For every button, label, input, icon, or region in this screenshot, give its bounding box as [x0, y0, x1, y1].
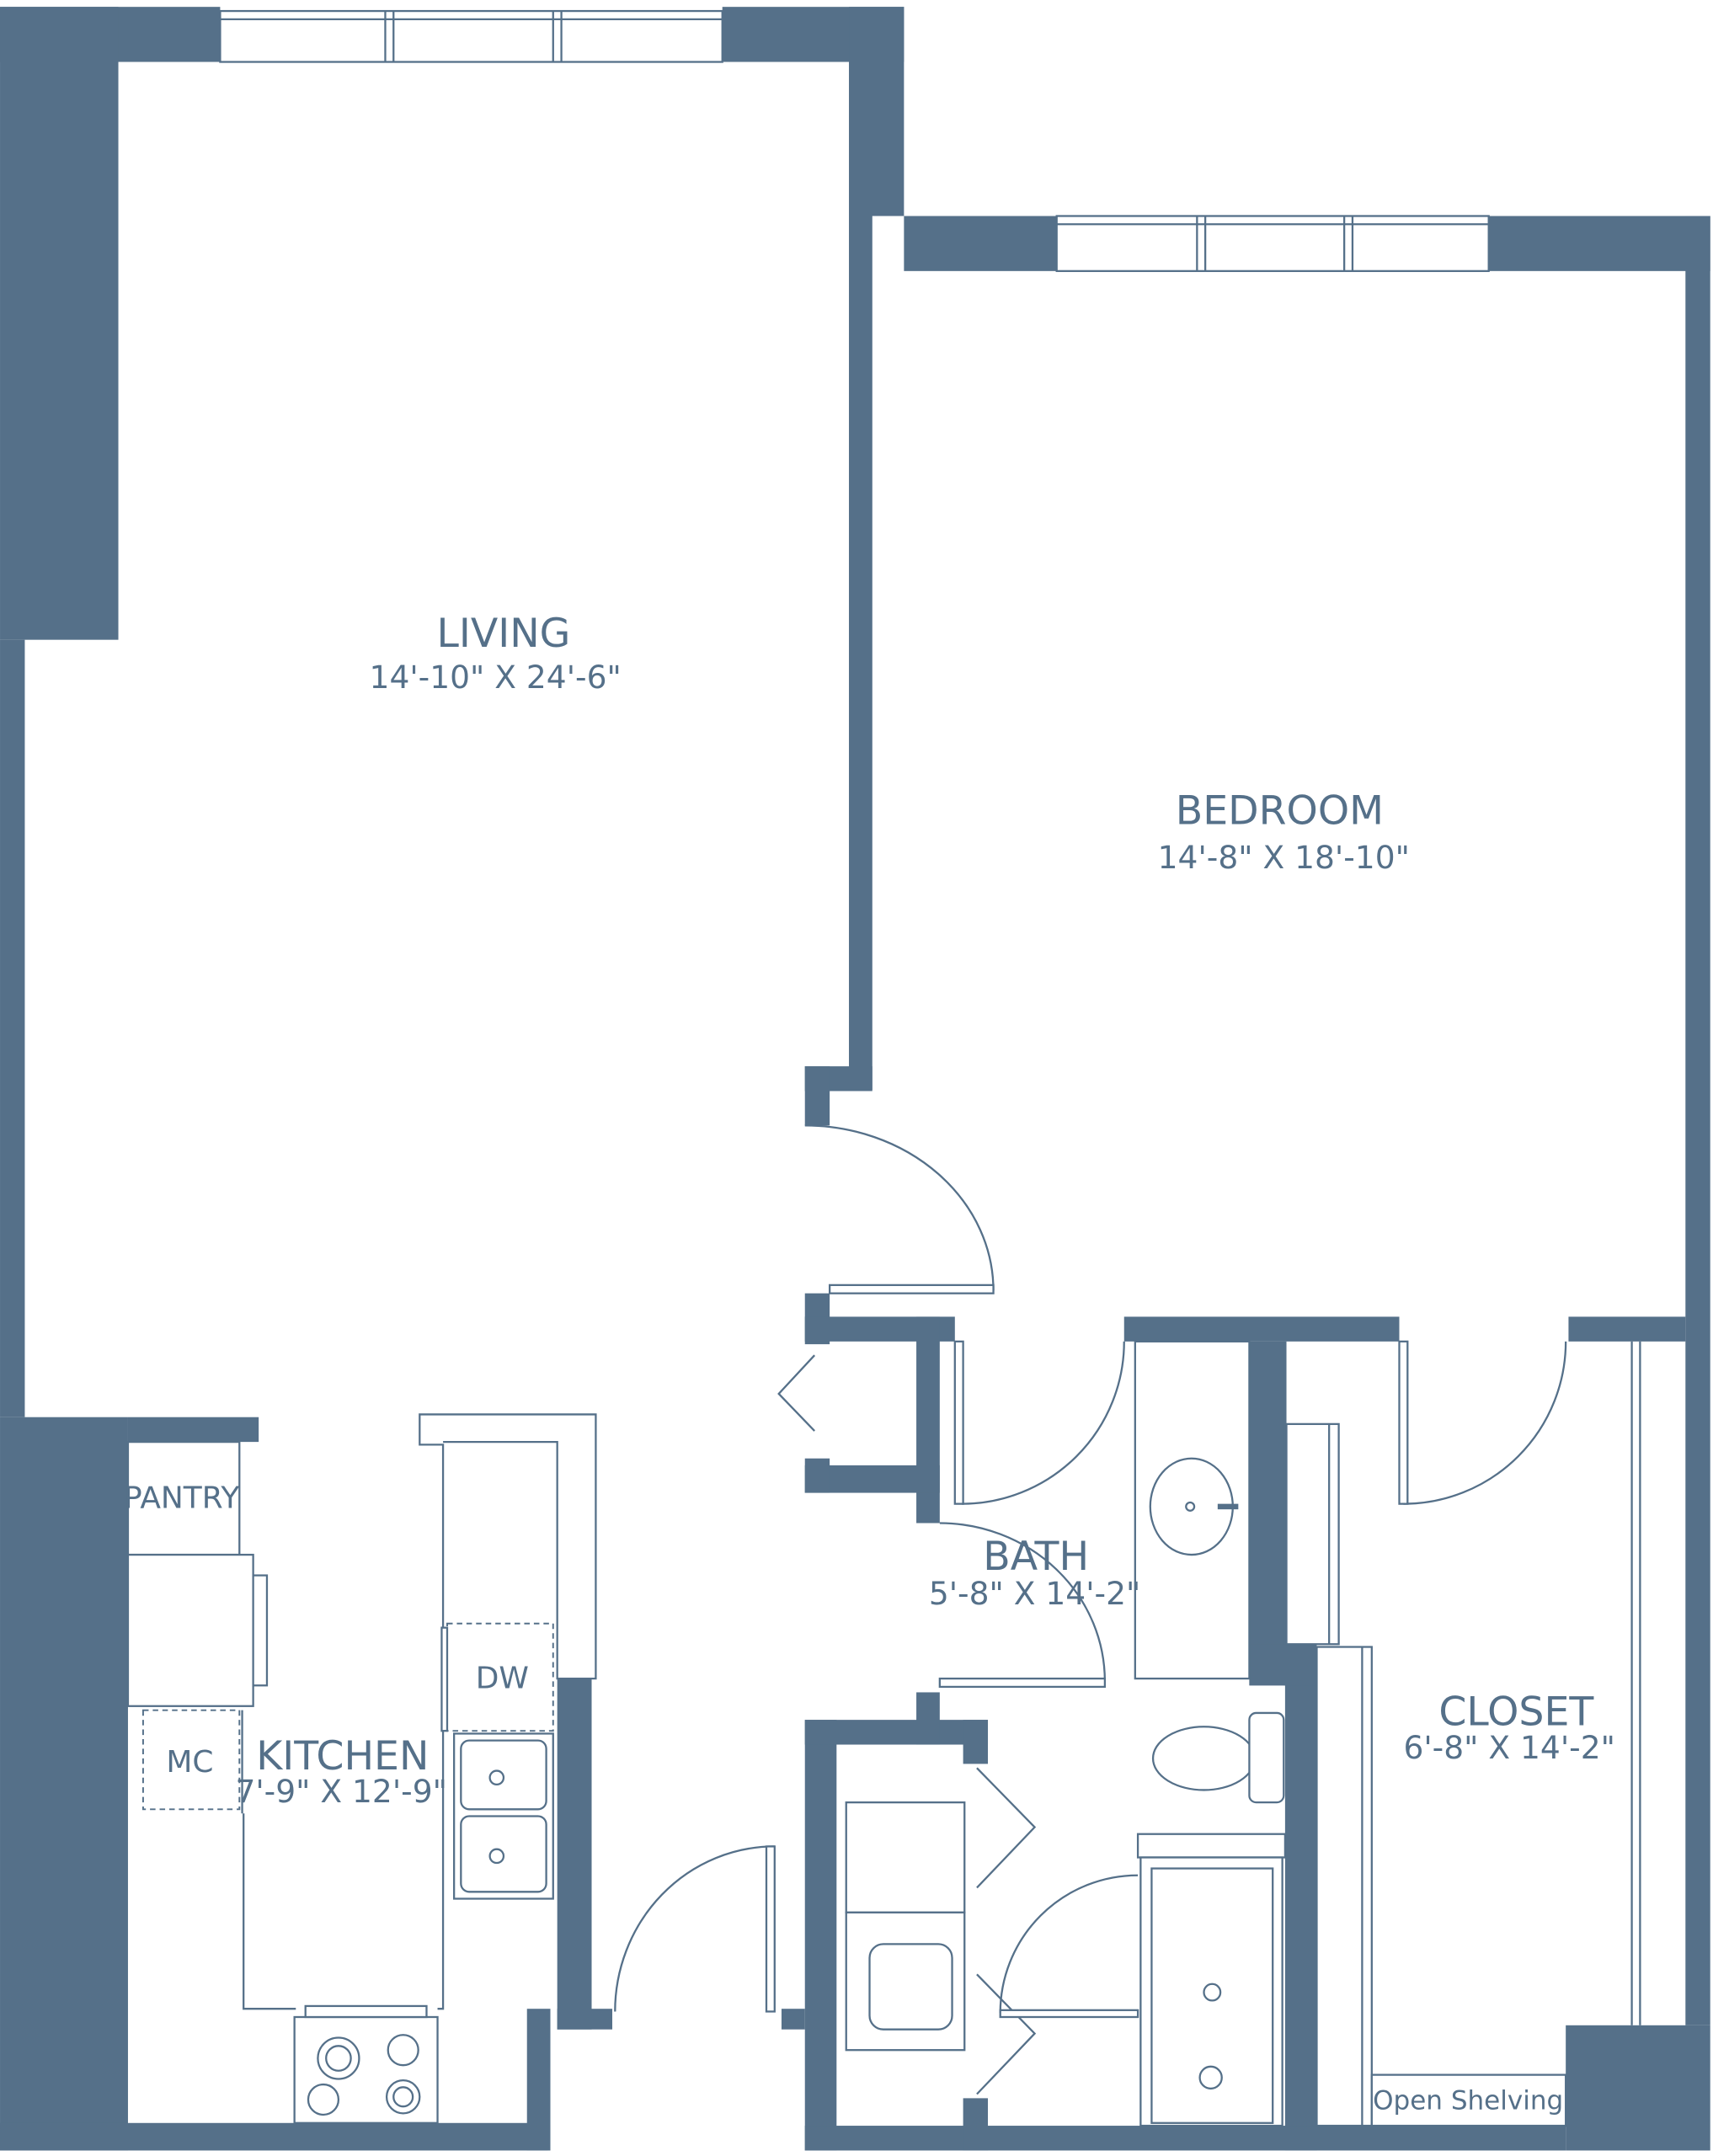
bedroom-dimensions: 14'-8" X 18'-10": [1158, 839, 1410, 876]
windows: [219, 9, 1490, 272]
fixtures: [126, 1340, 1641, 2127]
closet-label: CLOSET: [1438, 1689, 1594, 1736]
doors: [614, 1124, 1567, 2095]
refrigerator: [126, 1553, 254, 1707]
living-label: LIVING: [437, 611, 571, 657]
bath-label: BATH: [983, 1534, 1089, 1580]
mc-label: MC: [166, 1745, 213, 1780]
open-shelving-label: Open Shelving: [1373, 2085, 1563, 2116]
range-stove: [293, 2015, 439, 2124]
bathtub: [1139, 1856, 1283, 2127]
dishwasher: [446, 1622, 554, 1732]
mc-closet: [141, 1709, 241, 1811]
open-shelving: [1370, 2073, 1567, 2127]
labels: LIVING 14'-10" X 24'-6" BEDROOM 14'-8" X…: [124, 611, 1615, 2116]
stacked-washer-dryer: [845, 1801, 966, 1913]
kitchen-dimensions: 7'-9" X 12'-9": [235, 1773, 446, 1810]
kitchen-label: KITCHEN: [256, 1733, 429, 1780]
pantry-label: PANTRY: [124, 1481, 240, 1516]
closet-dimensions: 6'-8" X 14'-2": [1403, 1729, 1614, 1766]
living-dimensions: 14'-10" X 24'-6": [370, 659, 622, 696]
dw-label: DW: [476, 1662, 529, 1696]
toilet: [1151, 1726, 1257, 1791]
walls: [0, 7, 1710, 2151]
bedroom-label: BEDROOM: [1176, 788, 1384, 835]
bath-dimensions: 5'-8" X 14'-2": [929, 1575, 1140, 1612]
